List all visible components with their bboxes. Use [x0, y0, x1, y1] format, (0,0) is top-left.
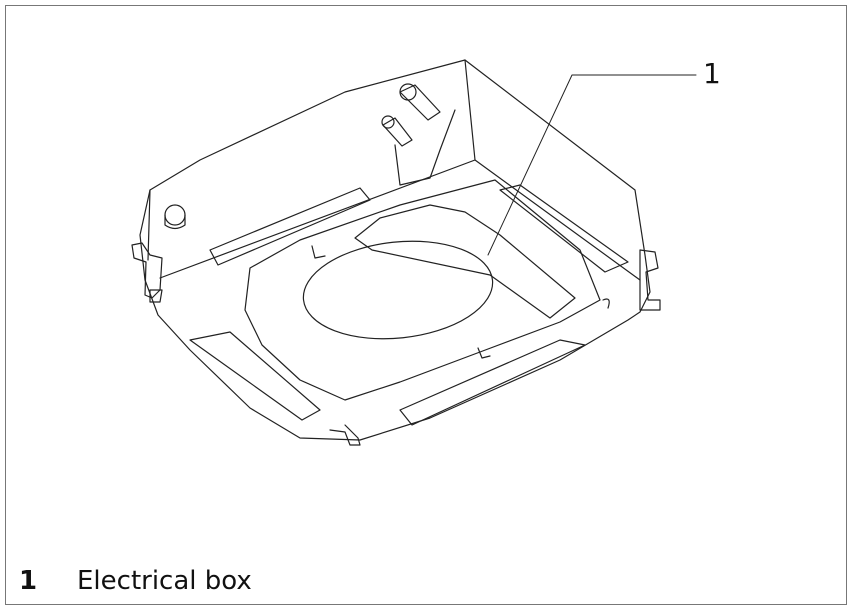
callout-leader-line: [487, 74, 697, 256]
inner-panel-frame: [244, 179, 601, 401]
hook-center-bottom: [477, 347, 491, 359]
drain-outlet: [164, 204, 186, 226]
slot-left-upper: [209, 187, 371, 266]
slot-left-lower: [189, 331, 321, 421]
bracket-left: [131, 242, 163, 299]
electrical-box-outline: [354, 204, 576, 319]
slot-right-lower: [399, 339, 586, 426]
hook-center-left: [311, 245, 326, 259]
drain-outlet-pipe: [164, 214, 186, 230]
top-box-edge-left: [147, 189, 151, 261]
bracket-right: [639, 249, 661, 311]
refrigerant-pipe-large-nut: [399, 83, 417, 101]
pipe-bracket: [394, 109, 456, 186]
top-box-edge-back: [464, 59, 476, 161]
figure-frame: [5, 5, 847, 605]
legend-number: 1: [19, 566, 38, 596]
slot-right-upper: [499, 184, 629, 273]
refrigerant-pipe-small-nut: [381, 115, 395, 129]
unit-outer-outline: [139, 59, 651, 441]
bracket-lower-left: [149, 289, 163, 303]
legend-item: 1 Electrical box: [19, 566, 252, 596]
legend-label: Electrical box: [77, 566, 252, 596]
bracket-bottom: [329, 424, 361, 446]
side-notch-right: [602, 298, 610, 309]
central-oval-opening: [302, 240, 494, 340]
top-box-edge-right: [474, 159, 641, 281]
refrigerant-pipe-small: [382, 117, 413, 147]
refrigerant-pipe-large: [399, 84, 441, 121]
callout-number: 1: [703, 57, 721, 90]
top-box-bottom-edge: [159, 159, 476, 279]
